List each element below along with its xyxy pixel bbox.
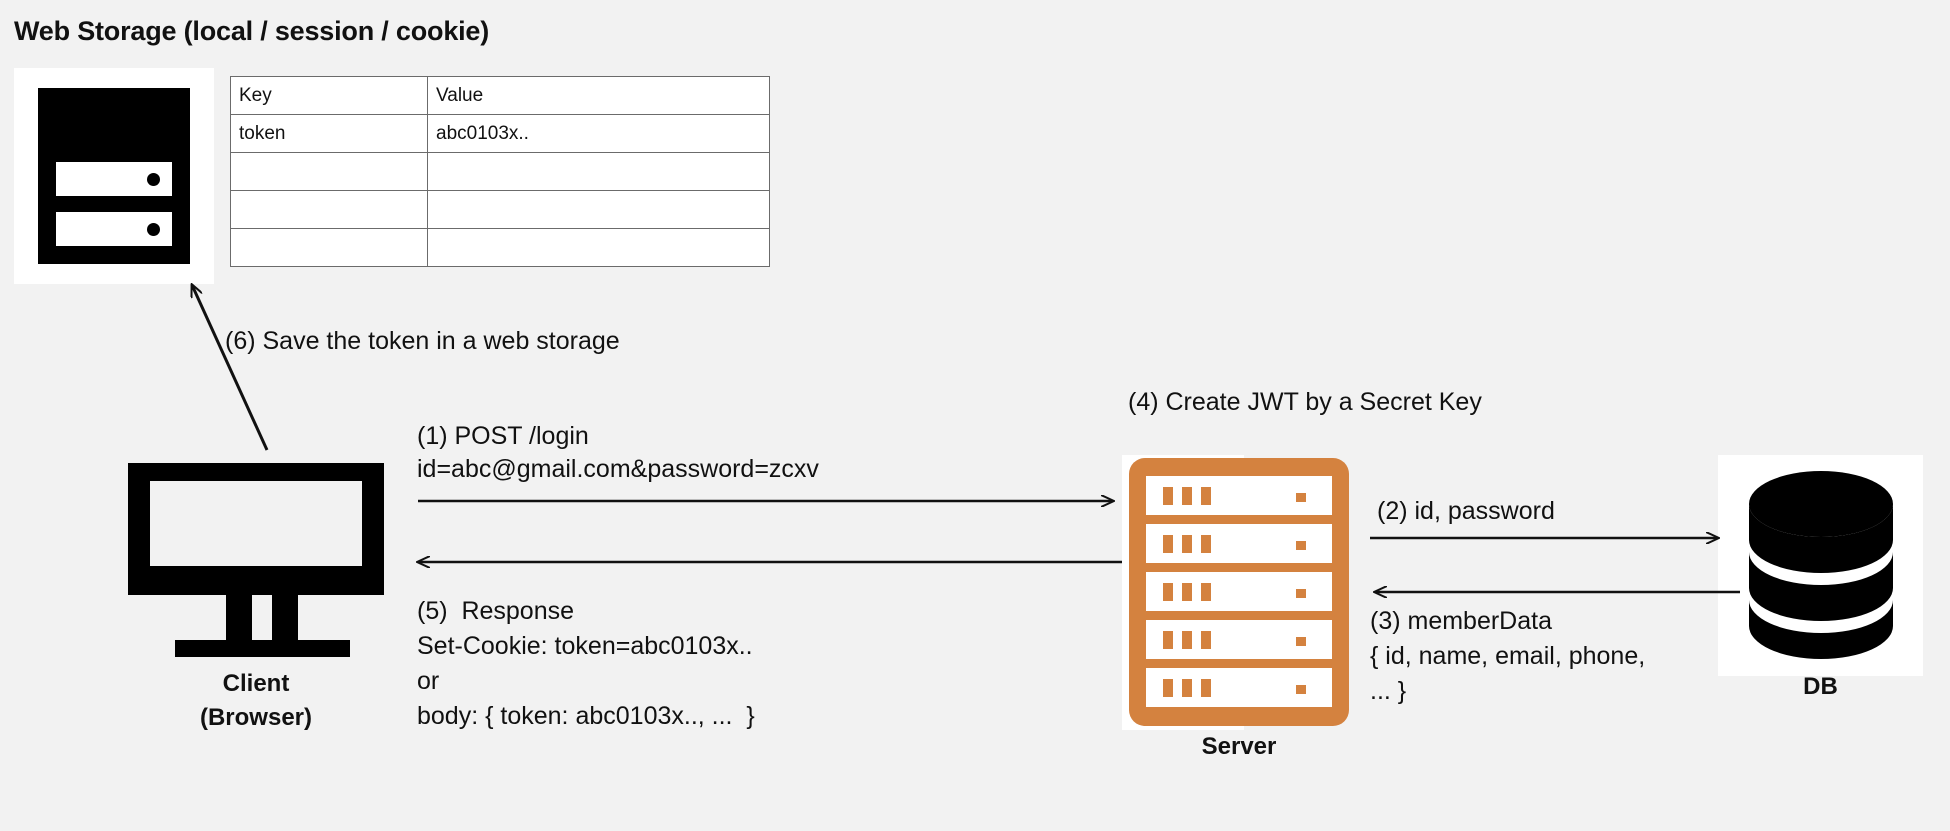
cell-value — [427, 152, 770, 191]
server-slot-5 — [1146, 668, 1332, 707]
monitor-icon — [128, 463, 384, 595]
disk-bay-2 — [56, 212, 172, 246]
client-label-line1: Client — [222, 670, 290, 697]
server-indicator — [1296, 589, 1306, 598]
step3-label-line3: ... } — [1370, 677, 1407, 705]
client-label-line2: (Browser) — [199, 704, 313, 731]
server-bar — [1201, 487, 1211, 505]
cell-value — [427, 228, 770, 267]
step3-label-line1: (3) memberData — [1370, 607, 1552, 635]
server-rack-icon — [1129, 458, 1349, 726]
server-slot-1 — [1146, 476, 1332, 515]
step5-label-line1: (5) Response — [417, 597, 575, 625]
cell-key — [230, 190, 428, 229]
table-row — [230, 190, 770, 229]
server-bar — [1201, 535, 1211, 553]
monitor-base — [175, 640, 350, 657]
server-indicator — [1296, 685, 1306, 694]
arrow-client-to-web-storage-save — [192, 285, 269, 451]
server-indicator — [1296, 493, 1306, 502]
column-header-key: Key — [230, 76, 428, 115]
step3-label-line2: { id, name, email, phone, — [1370, 642, 1646, 670]
cell-key: token — [230, 114, 428, 153]
step6-label: (6) Save the token in a web storage — [225, 327, 620, 355]
server-bar — [1182, 679, 1192, 697]
database-cylinder-icon — [1749, 471, 1893, 659]
monitor-stand-left — [226, 595, 252, 640]
step5-label-line4: body: { token: abc0103x.., ... } — [417, 702, 755, 730]
disk-bay-1 — [56, 162, 172, 196]
column-header-value: Value — [427, 76, 770, 115]
client-node: Client (Browser) — [128, 463, 408, 731]
table-row — [230, 152, 770, 191]
server-bar — [1163, 487, 1173, 505]
cell-value: abc0103x.. — [427, 114, 770, 153]
step1-label-line1: (1) POST /login — [417, 422, 589, 450]
step2-label: (2) id, password — [1377, 497, 1555, 525]
server-bar — [1182, 583, 1192, 601]
server-indicator — [1296, 541, 1306, 550]
step5-label-line3: or — [417, 667, 440, 695]
cell-value — [427, 190, 770, 229]
server-bar — [1201, 583, 1211, 601]
server-slot-4 — [1146, 620, 1332, 659]
monitor-screen — [150, 481, 362, 566]
server-bar — [1163, 583, 1173, 601]
disk-led-2 — [147, 223, 160, 236]
cell-key — [230, 228, 428, 267]
step1-label-line2: id=abc@gmail.com&password=zcxv — [417, 455, 819, 483]
table-row — [230, 228, 770, 267]
step4-label: (4) Create JWT by a Secret Key — [1128, 388, 1482, 416]
server-node — [1129, 458, 1349, 726]
cell-key — [230, 152, 428, 191]
web-storage-icon-panel — [14, 68, 214, 284]
monitor-stand-right — [272, 595, 298, 640]
server-bar — [1201, 631, 1211, 649]
server-bar — [1163, 535, 1173, 553]
disk-led-1 — [147, 173, 160, 186]
server-label: Server — [1201, 733, 1277, 760]
table-row: token abc0103x.. — [230, 114, 770, 153]
db-label: DB — [1803, 673, 1838, 700]
client-label: Client (Browser) — [128, 667, 384, 735]
server-bar — [1163, 631, 1173, 649]
server-indicator — [1296, 637, 1306, 646]
server-bar — [1201, 679, 1211, 697]
step5-label-line2: Set-Cookie: token=abc0103x.. — [417, 632, 753, 660]
server-bar — [1163, 679, 1173, 697]
page-title: Web Storage (local / session / cookie) — [14, 16, 490, 46]
server-slot-2 — [1146, 524, 1332, 563]
server-bar — [1182, 631, 1192, 649]
server-bar — [1182, 487, 1192, 505]
server-slot-3 — [1146, 572, 1332, 611]
web-storage-table: Key Value token abc0103x.. — [230, 76, 770, 267]
table-header-row: Key Value — [230, 76, 770, 115]
disk-storage-icon — [38, 88, 190, 264]
server-bar — [1182, 535, 1192, 553]
